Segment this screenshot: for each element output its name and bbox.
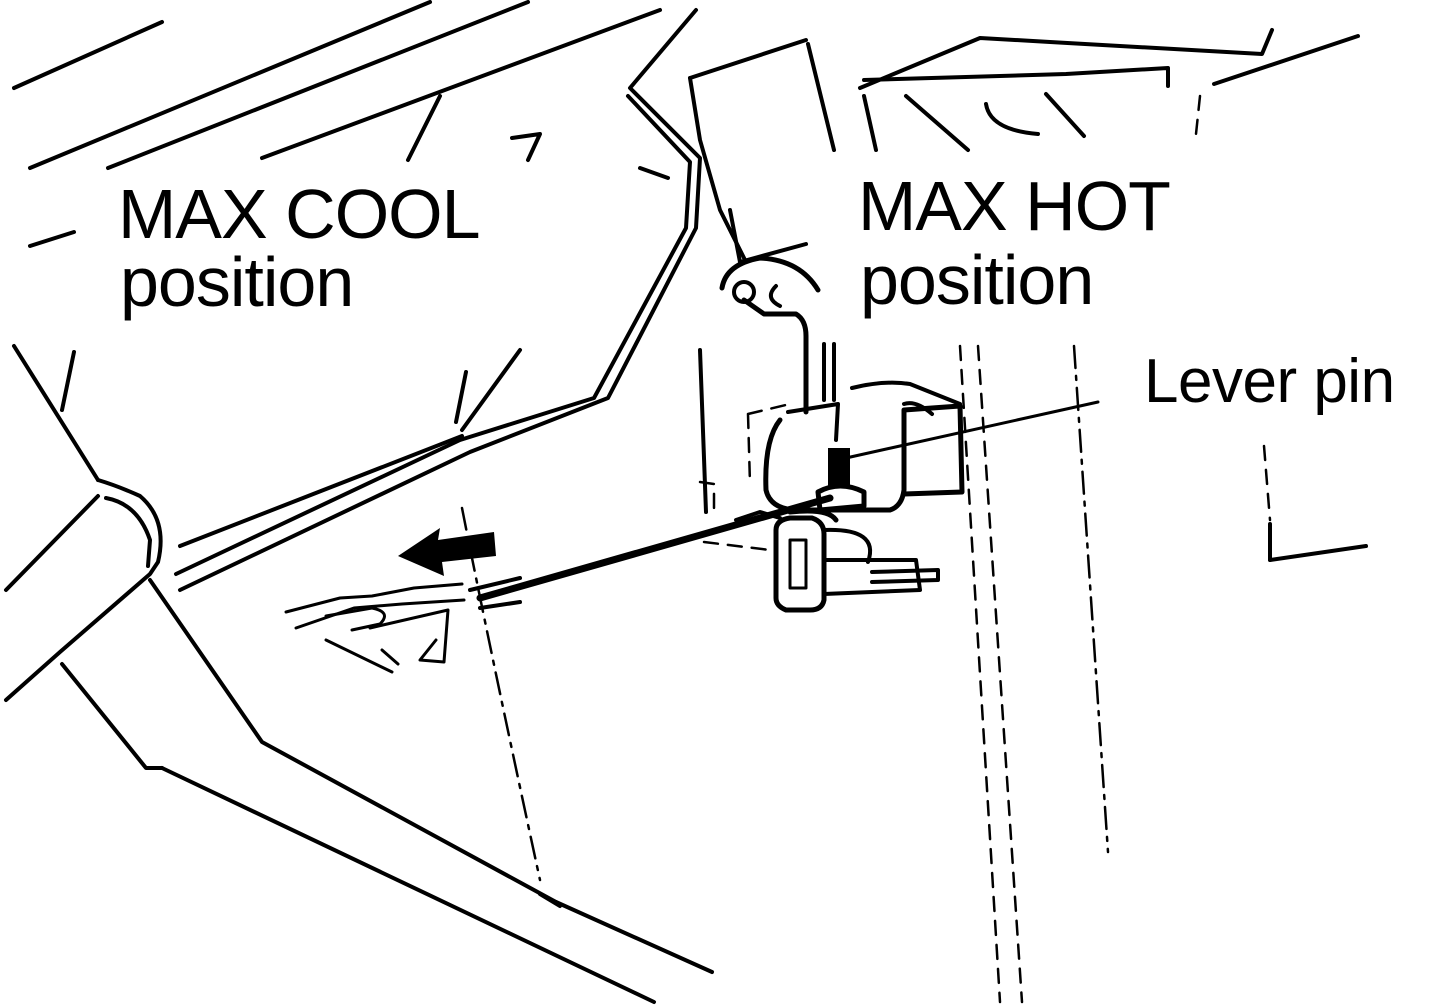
- lever-pin-label: Lever pin: [1144, 347, 1395, 416]
- lever-mechanism: [698, 242, 965, 613]
- lever-pin-leader: [844, 400, 1100, 460]
- lever-pin-text: Lever pin: [1144, 347, 1395, 416]
- duct-outline: [174, 8, 702, 592]
- max-hot-subtitle: position: [860, 241, 1093, 319]
- left-frame: [4, 344, 714, 1004]
- max-cool-subtitle: position: [120, 243, 353, 321]
- max-hot-title: MAX HOT: [858, 167, 1170, 245]
- arrow-left-icon: [398, 528, 496, 576]
- max-cool-label: MAX COOL position: [118, 175, 481, 321]
- max-cool-title: MAX COOL: [118, 175, 480, 253]
- max-hot-label: MAX HOT position: [858, 167, 1171, 319]
- dash-panel-lines: [12, 0, 670, 248]
- control-cable: [284, 494, 834, 674]
- upper-right-lines: [688, 28, 1360, 264]
- guide-lines: [460, 344, 1368, 1004]
